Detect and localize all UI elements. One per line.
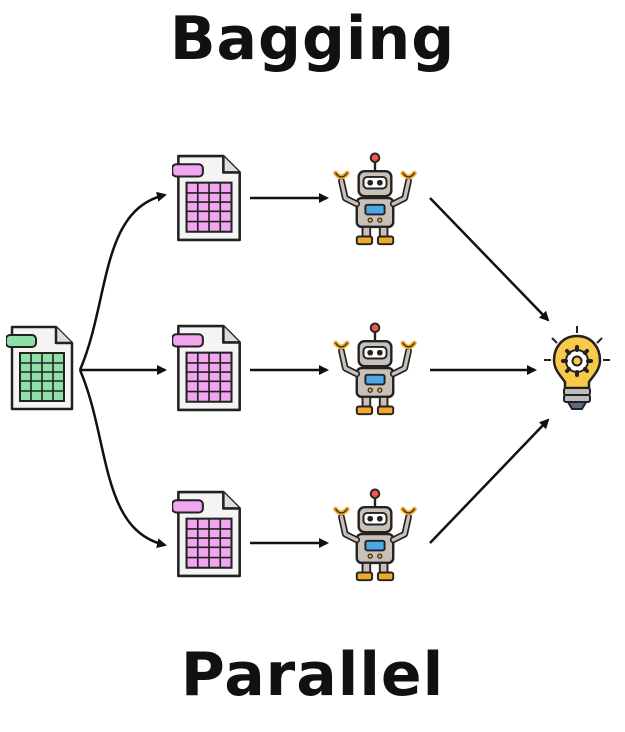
lightbulb-gear-icon	[542, 324, 612, 411]
bootstrap-sample-table-icon	[172, 154, 241, 242]
robot-model-icon	[336, 489, 415, 580]
bootstrap-sample-table-icon	[172, 324, 241, 412]
arrow-source-to-sample-3	[78, 369, 167, 549]
arrow-source-to-sample-1	[78, 191, 167, 371]
diagram-caption: Parallel	[180, 640, 445, 710]
source-data-table-icon	[6, 325, 74, 411]
arrow-model-to-result-1	[429, 197, 550, 322]
diagram-title: Bagging	[169, 4, 456, 74]
arrow-model-to-result-3	[429, 418, 550, 544]
robot-model-icon	[336, 323, 415, 414]
bootstrap-sample-table-icon	[172, 490, 241, 578]
robot-model-icon	[336, 153, 415, 244]
